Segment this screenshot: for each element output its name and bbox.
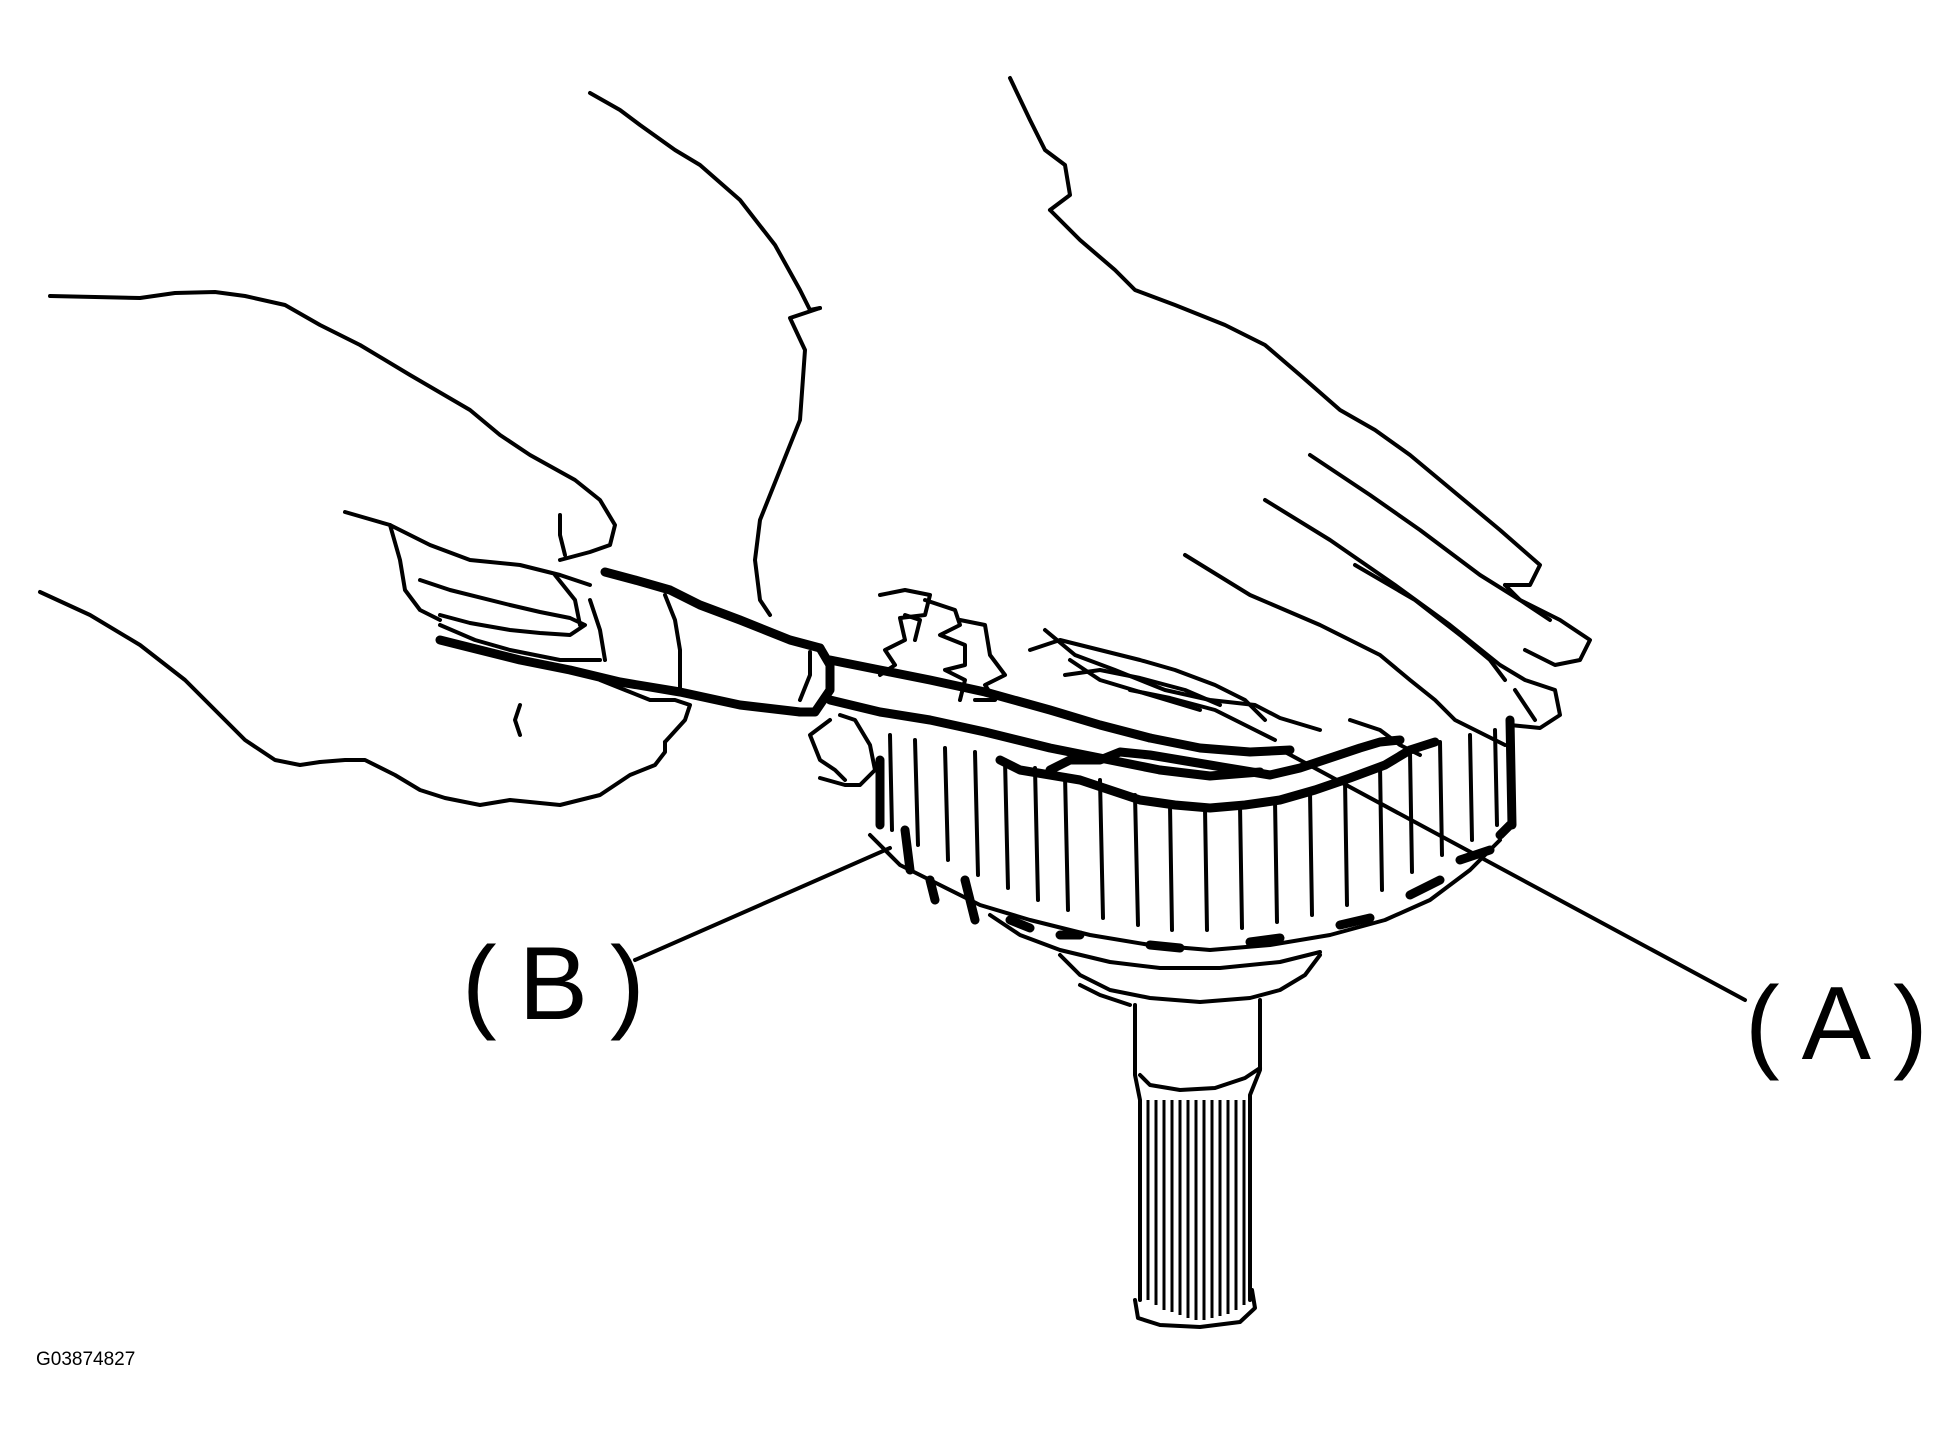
figure-id: G03874827 [36,1349,136,1370]
leader-arrow-a [1278,746,1286,754]
gear-assembly-drawing [868,588,1517,1329]
callout-label-a: (A) [1745,966,1933,1082]
callout-label-b: (B) [462,926,667,1042]
leader-line-a [1283,750,1747,1002]
leader-line-b [633,846,892,962]
screwdriver-drawing [435,567,1295,781]
right-hand-drawing [588,76,1592,747]
left-hand-drawing [38,290,877,807]
